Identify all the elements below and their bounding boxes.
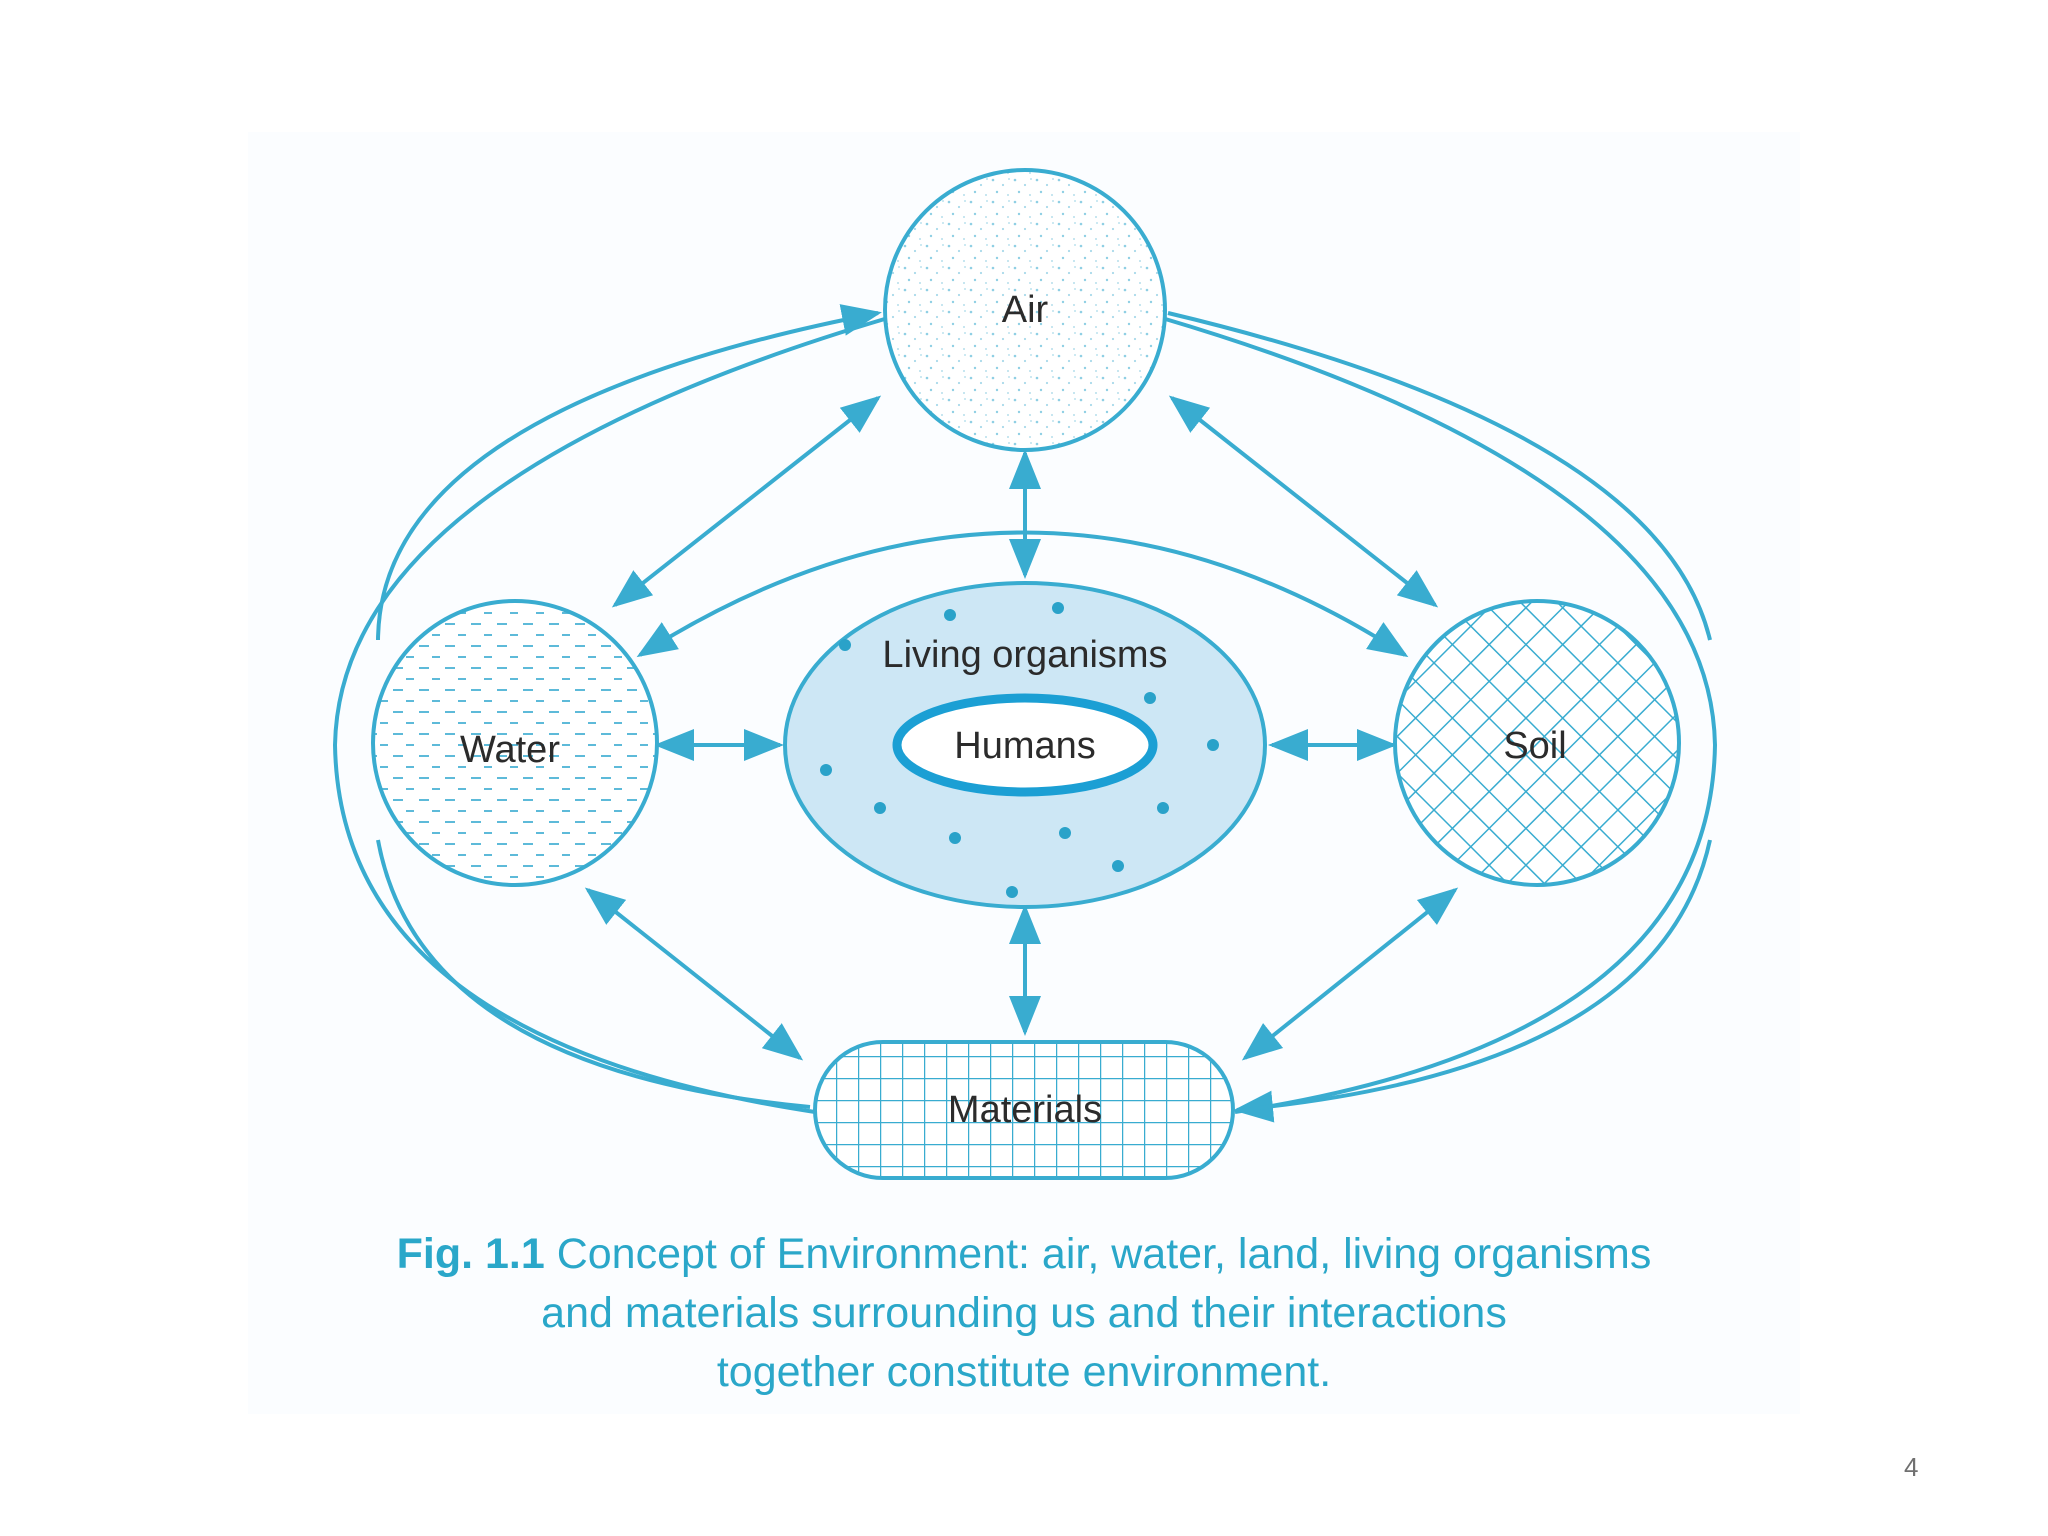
caption-line-3: together constitute environment. bbox=[716, 1348, 1332, 1396]
water-node bbox=[371, 599, 659, 887]
materials-label: Materials bbox=[947, 1089, 1103, 1131]
materials-node bbox=[813, 1040, 1235, 1180]
curve-soil-materials bbox=[1233, 839, 1712, 1123]
soil-label: Soil bbox=[1503, 725, 1567, 767]
soil-node bbox=[1393, 599, 1681, 887]
living-organisms-label: Living organisms bbox=[882, 634, 1168, 676]
air-label: Air bbox=[1001, 289, 1049, 331]
air-node bbox=[883, 168, 1167, 452]
caption-line-1: Fig. 1.1 Concept of Environment: air, wa… bbox=[248, 1225, 1800, 1284]
figure-caption: Fig. 1.1 Concept of Environment: air, wa… bbox=[248, 1225, 1800, 1402]
curve-outer-right bbox=[1161, 316, 1718, 1114]
arrow-soil-materials bbox=[1241, 887, 1459, 1061]
curve-air-soil bbox=[1167, 311, 1712, 641]
arrow-water-materials bbox=[584, 887, 804, 1061]
humans-label: Humans bbox=[954, 725, 1096, 767]
figure-number: Fig. 1.1 bbox=[396, 1230, 545, 1278]
water-label: Water bbox=[460, 729, 560, 771]
humans-node bbox=[892, 693, 1158, 797]
curve-outer-left bbox=[332, 316, 889, 1114]
arrow-water-air bbox=[611, 395, 882, 608]
curve-water-air bbox=[376, 304, 882, 641]
caption-line-2: and materials surrounding us and their i… bbox=[541, 1289, 1507, 1337]
arrow-air-soil bbox=[1168, 395, 1439, 608]
page-number: 4 bbox=[1904, 1452, 1919, 1482]
caption-line-1-text: Concept of Environment: air, water, land… bbox=[556, 1230, 1652, 1278]
